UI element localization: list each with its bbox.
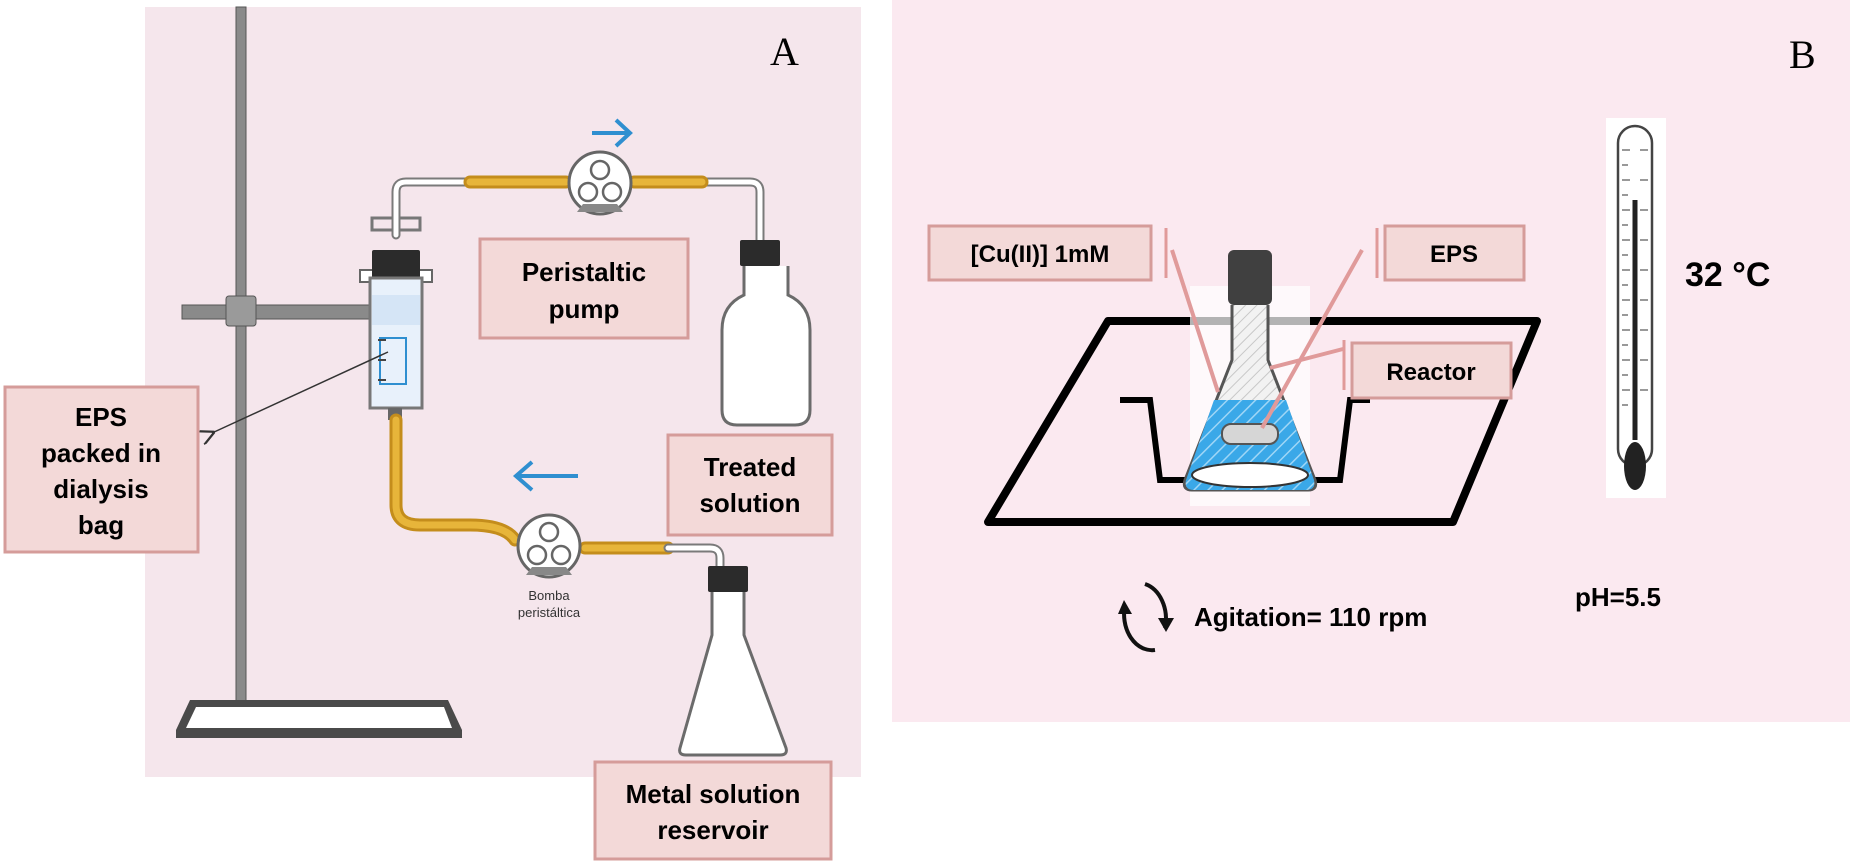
agitation-label: Agitation= 110 rpm — [1194, 602, 1427, 632]
temperature-label: 32 °C — [1685, 256, 1770, 294]
eps-label: EPS — [1383, 224, 1526, 282]
thermometer-icon — [1606, 118, 1666, 498]
peristaltic-pump-top — [567, 150, 633, 216]
reactor-label: Reactor — [1350, 341, 1513, 400]
svg-text:dialysis: dialysis — [53, 474, 148, 504]
metal-reservoir-label: Metal solution reservoir — [593, 760, 833, 861]
eps-bag-label: EPS packed in dialysis bag — [3, 385, 200, 554]
panel-b-letter: B — [1789, 32, 1816, 77]
svg-text:Treated: Treated — [704, 452, 797, 482]
svg-text:reservoir: reservoir — [657, 815, 768, 845]
svg-text:solution: solution — [699, 488, 800, 518]
panel-a-letter: A — [770, 29, 799, 74]
svg-text:Peristaltic: Peristaltic — [522, 257, 646, 287]
reactor-flask — [1182, 250, 1318, 506]
svg-text:bag: bag — [78, 510, 124, 540]
ring-stand — [176, 6, 462, 738]
panel-b: B [Cu(II)] 1mM — [892, 0, 1850, 722]
svg-text:Metal solution: Metal solution — [626, 779, 801, 809]
peristaltic-pump-label: Peristaltic pump — [478, 237, 690, 340]
panel-a: A — [3, 6, 861, 861]
metal-reservoir-flask — [678, 566, 788, 757]
svg-text:Reactor: Reactor — [1386, 359, 1475, 386]
svg-text:packed in: packed in — [41, 438, 161, 468]
bomba-label-line2: peristáltica — [518, 605, 581, 620]
treated-solution-label: Treated solution — [666, 433, 834, 537]
bomba-label-line1: Bomba — [528, 588, 570, 603]
ph-label: pH=5.5 — [1575, 582, 1661, 612]
peristaltic-pump-bottom — [516, 513, 582, 579]
eps-bag-pointer-arrow — [212, 351, 389, 433]
label-pointers — [1164, 228, 1379, 429]
svg-text:EPS: EPS — [75, 402, 127, 432]
svg-text:pump: pump — [549, 294, 620, 324]
cu-concentration-label: [Cu(II)] 1mM — [927, 224, 1153, 282]
svg-text:[Cu(II)] 1mM: [Cu(II)] 1mM — [971, 241, 1110, 268]
svg-text:EPS: EPS — [1430, 241, 1478, 268]
rotation-icon — [1118, 582, 1174, 653]
flow-arrow-left-icon — [512, 460, 578, 492]
flow-arrow-right-icon — [592, 118, 633, 148]
treated-solution-bottle — [720, 240, 812, 427]
column — [359, 216, 433, 420]
